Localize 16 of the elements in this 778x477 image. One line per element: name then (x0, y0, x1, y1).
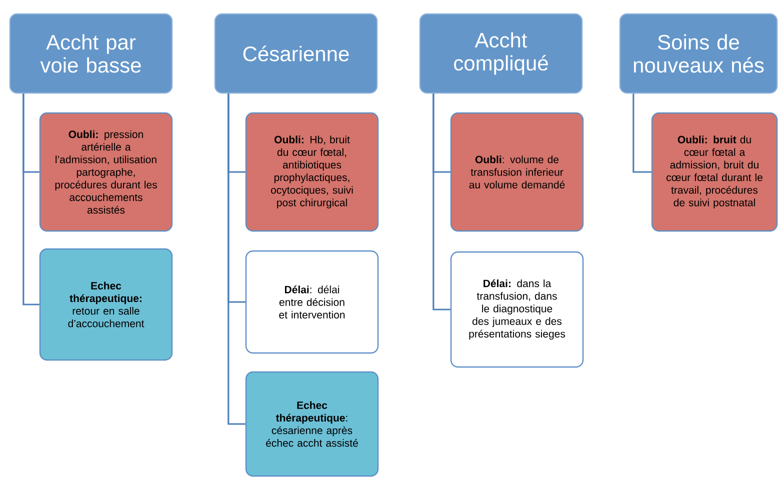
omission-box: Oubli: bruit du cœur fœtal a admission, bruit du cœur fœtal durant le travail, procédures de suivi postnatal (651, 112, 778, 232)
connector (22, 94, 40, 306)
header-box: Soins de nouveaux nés (619, 13, 778, 94)
delay-box: Délai: délai entre décision et intervention (245, 250, 379, 354)
failure-box: Echec thérapeutique: retour en salle d’accouchement (39, 248, 173, 361)
header-box: Accht par voie basse (9, 13, 173, 94)
omission-box: Oubli: pression artérielle a l’admission, utilisation partographe, procédures durant les accouchements assistés (39, 112, 173, 232)
header-box: Césarienne (214, 13, 378, 94)
connector (632, 94, 652, 173)
delay-box: Délai: dans la transfusion, dans le diagnostique des jumeaux e des présentations sieges (450, 251, 584, 368)
omission-box: Oubli: volume de transfusion inferieur au volume demandé (450, 112, 584, 232)
omission-box: Oubli: Hb, bruit du cœur fœtal, antibiotiques prophylactiques, ocytociques, suivi post chirurgical (245, 112, 379, 232)
connector (432, 94, 450, 310)
connector (228, 94, 246, 425)
failure-box: Echec thérapeutique: césarienne après échec accht assisté (245, 371, 379, 477)
header-box: Accht compliqué (419, 13, 583, 94)
